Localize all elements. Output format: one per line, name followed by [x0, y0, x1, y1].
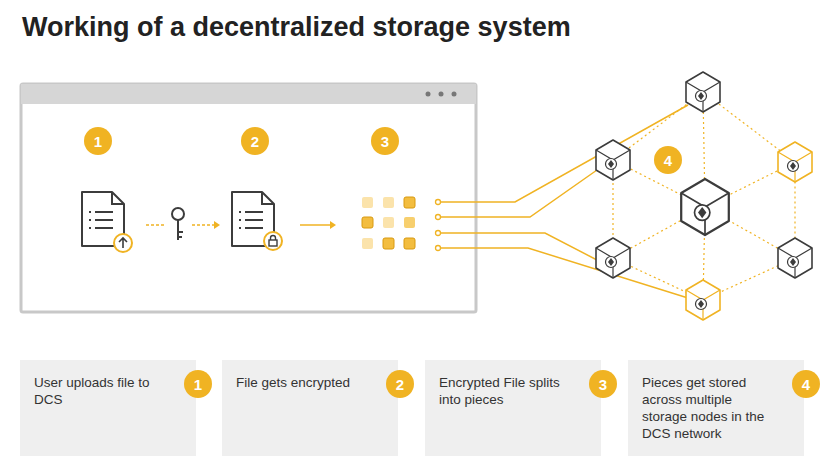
step-box: File gets encrypted2 — [222, 360, 398, 456]
piece — [362, 197, 373, 208]
window-bar — [21, 84, 476, 104]
arrow-head — [330, 221, 336, 229]
wire-end — [436, 200, 441, 205]
step-box: Encrypted File splits into pieces3 — [425, 360, 601, 456]
storage-cube — [686, 72, 720, 112]
step-description: Encrypted File splits into pieces — [439, 374, 575, 408]
wire — [438, 233, 597, 260]
step-description: Pieces get stored across multiple storag… — [642, 374, 778, 442]
piece — [404, 238, 415, 249]
wire-end — [436, 246, 441, 251]
arrow-line — [300, 224, 330, 226]
step-box: User uploads file to DCS1 — [20, 360, 196, 456]
callout-number: 4 — [654, 146, 682, 174]
wire — [438, 248, 688, 298]
wire — [438, 105, 688, 202]
arrow-head — [214, 221, 220, 229]
piece — [404, 217, 415, 228]
storage-cube — [596, 238, 630, 278]
window-dot — [426, 92, 431, 97]
piece — [362, 238, 373, 249]
browser-window — [21, 84, 476, 312]
network-mesh — [613, 92, 795, 300]
piece — [404, 197, 415, 208]
lock-shackle — [271, 236, 276, 240]
wire-end — [436, 231, 441, 236]
window-dot — [439, 92, 444, 97]
window-dot — [452, 92, 457, 97]
piece — [383, 197, 394, 208]
callout-number: 2 — [386, 370, 414, 398]
document-lines — [89, 212, 113, 228]
storage-cube — [596, 140, 630, 180]
document-fold — [112, 192, 124, 204]
callout-number: 2 — [241, 127, 269, 155]
callout-number: 4 — [792, 370, 820, 398]
step-description: File gets encrypted — [236, 374, 372, 391]
step-box: Pieces get stored across multiple storag… — [628, 360, 804, 456]
storage-cube — [778, 142, 812, 182]
dashed-arrow — [146, 224, 166, 226]
key-blade — [178, 220, 183, 240]
upload-badge — [114, 234, 132, 252]
callout-number: 1 — [184, 370, 212, 398]
storage-cube — [681, 179, 729, 235]
step-description: User uploads file to DCS — [34, 374, 170, 408]
wire-end — [436, 215, 441, 220]
wire — [438, 170, 597, 217]
lock-badge — [264, 232, 282, 250]
document-fold — [262, 192, 274, 204]
callout-number: 1 — [84, 127, 112, 155]
lock-body — [269, 240, 277, 246]
dashed-arrow — [192, 224, 214, 226]
key-icon — [172, 208, 184, 220]
diagram-title: Working of a decentralized storage syste… — [22, 12, 571, 43]
piece — [383, 217, 394, 228]
callout-number: 3 — [589, 370, 617, 398]
piece — [383, 238, 394, 249]
document-lines — [239, 212, 263, 228]
callout-number: 3 — [371, 127, 399, 155]
piece — [362, 217, 373, 228]
storage-cube — [686, 280, 720, 320]
upload-arrow — [119, 238, 127, 248]
storage-cube — [778, 238, 812, 278]
